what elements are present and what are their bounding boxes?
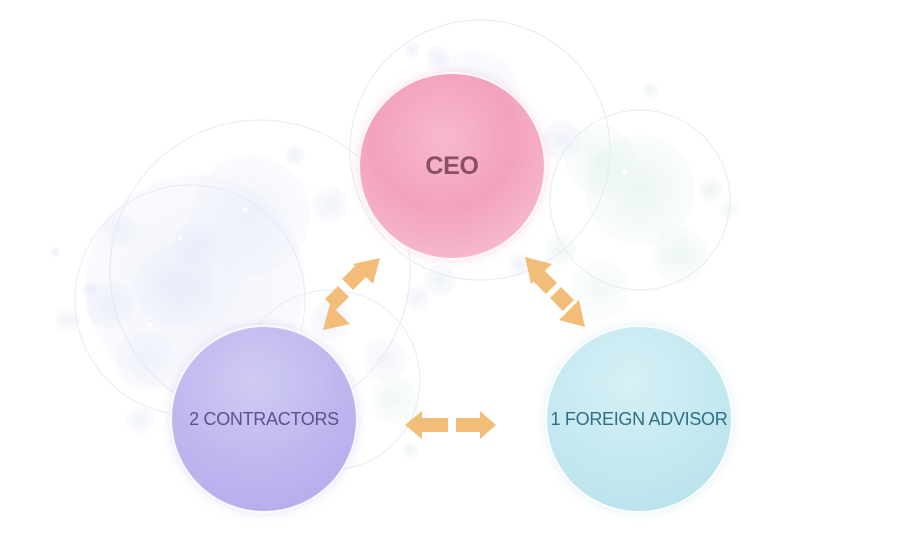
foreign-advisor-node: 1 FOREIGN ADVISOR bbox=[545, 325, 733, 513]
ceo-label: CEO bbox=[425, 151, 479, 180]
ceo-node: CEO bbox=[358, 72, 546, 260]
foreign-advisor-label: 1 FOREIGN ADVISOR bbox=[550, 408, 728, 429]
contractors-node: 2 CONTRACTORS bbox=[170, 325, 358, 513]
contractors-label: 2 CONTRACTORS bbox=[189, 408, 339, 429]
